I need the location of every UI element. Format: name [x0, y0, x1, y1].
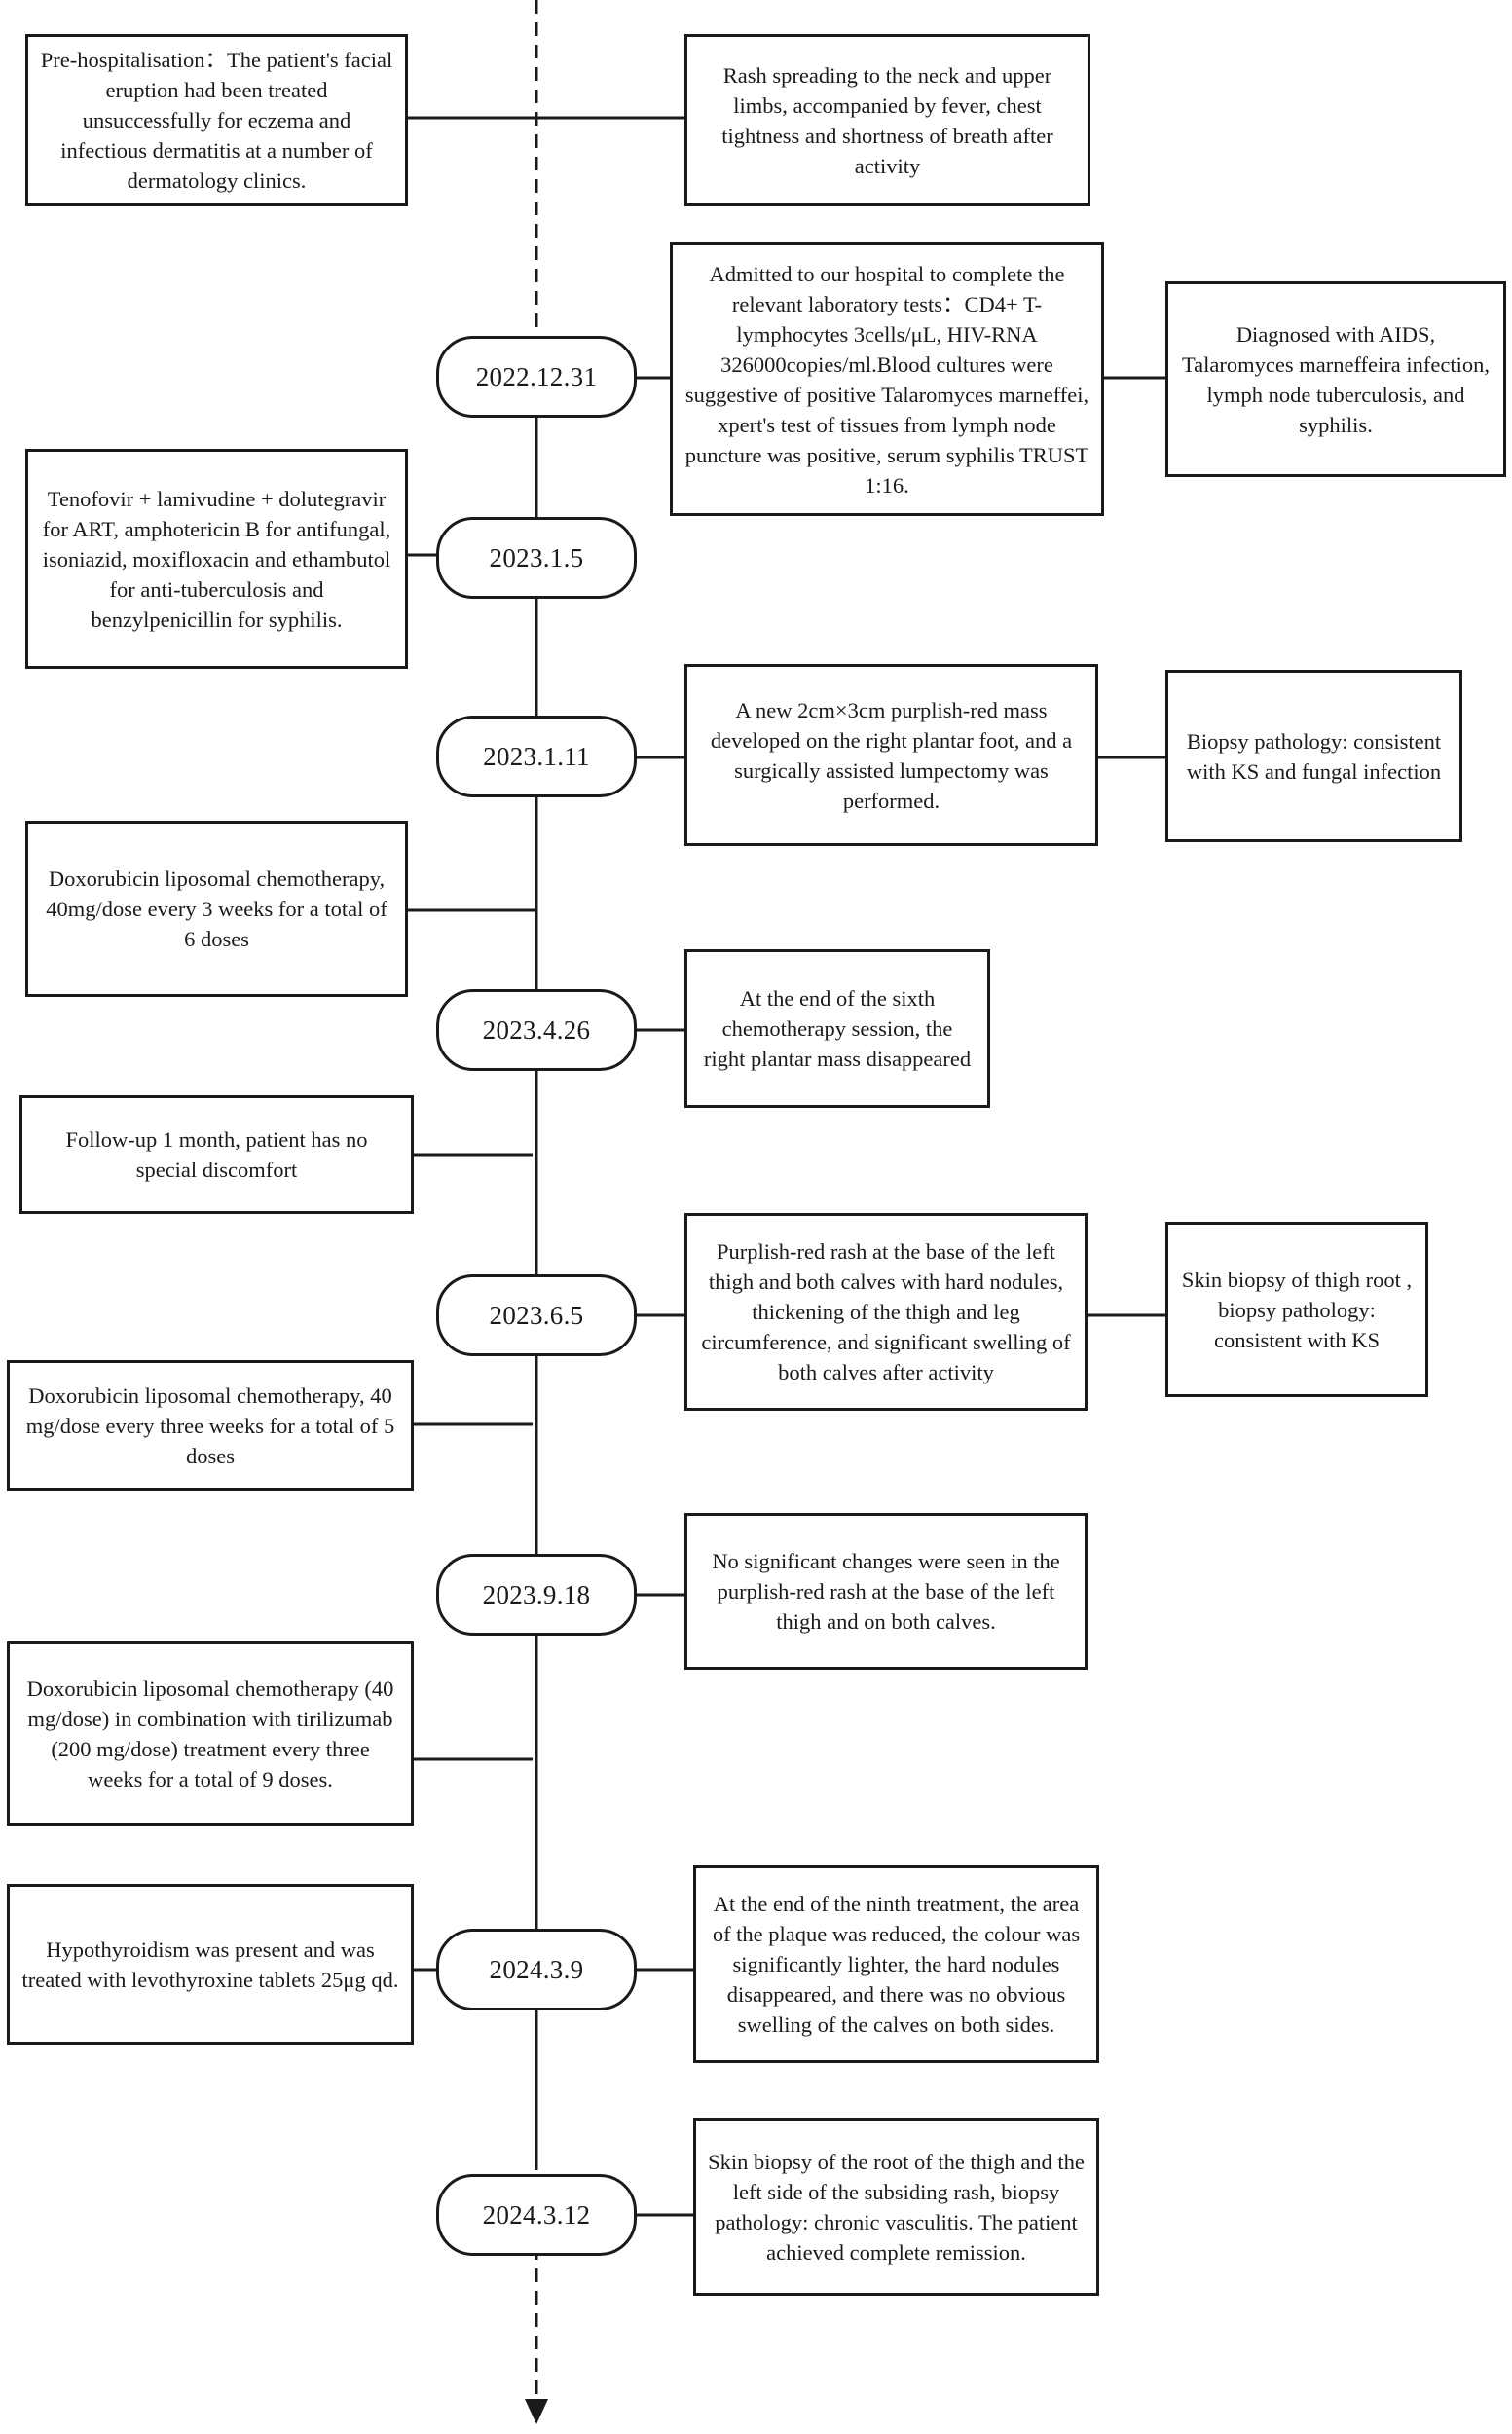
note-biopsy-ks-fungal: Biopsy pathology: consistent with KS and… — [1165, 670, 1462, 842]
note-final-biopsy: Skin biopsy of the root of the thigh and… — [693, 2118, 1099, 2296]
note-diagnosis: Diagnosed with AIDS, Talaromyces marneff… — [1165, 281, 1506, 477]
note-no-changes: No significant changes were seen in the … — [684, 1513, 1088, 1670]
note-ninth-treatment-result-text: At the end of the ninth treatment, the a… — [712, 1892, 1081, 2037]
note-plantar-mass: A new 2cm×3cm purplish-red mass develope… — [684, 664, 1098, 846]
milestone-date-2023-1-5: 2023.1.5 — [436, 517, 637, 599]
note-chemo-five-doses-text: Doxorubicin liposomal chemotherapy, 40 m… — [25, 1383, 395, 1468]
note-hypothyroidism: Hypothyroidism was present and was treat… — [7, 1884, 414, 2045]
note-follow-up-text: Follow-up 1 month, patient has no specia… — [65, 1127, 368, 1182]
note-mass-disappeared: At the end of the sixth chemotherapy ses… — [684, 949, 990, 1108]
note-chemo-six-doses-text: Doxorubicin liposomal chemotherapy, 40mg… — [46, 867, 387, 951]
milestone-date-2024-3-9: 2024.3.9 — [436, 1929, 637, 2010]
note-treatment-initial: Tenofovir + lamivudine + dolutegravir fo… — [25, 449, 408, 669]
note-pre-hospitalisation: Pre-hospitalisation：The patient's facial… — [25, 34, 408, 206]
note-final-biopsy-text: Skin biopsy of the root of the thigh and… — [708, 2149, 1085, 2265]
milestone-date-2023-6-5: 2023.6.5 — [436, 1274, 637, 1356]
note-ninth-treatment-result: At the end of the ninth treatment, the a… — [693, 1865, 1099, 2063]
timeline-arrowhead — [525, 2399, 548, 2424]
milestone-date-2023-9-18: 2023.9.18 — [436, 1554, 637, 1636]
note-no-changes-text: No significant changes were seen in the … — [712, 1549, 1060, 1634]
note-plantar-mass-text: A new 2cm×3cm purplish-red mass develope… — [710, 697, 1073, 813]
note-rash-thigh-calves: Purplish-red rash at the base of the lef… — [684, 1213, 1088, 1411]
note-treatment-initial-text: Tenofovir + lamivudine + dolutegravir fo… — [42, 486, 391, 632]
note-pre-hospitalisation-text: Pre-hospitalisation：The patient's facial… — [40, 48, 393, 193]
note-rash-thigh-calves-text: Purplish-red rash at the base of the lef… — [701, 1239, 1071, 1384]
note-rash-spreading-text: Rash spreading to the neck and upper lim… — [721, 62, 1053, 178]
note-diagnosis-text: Diagnosed with AIDS, Talaromyces marneff… — [1182, 321, 1490, 437]
note-chemo-five-doses: Doxorubicin liposomal chemotherapy, 40 m… — [7, 1360, 414, 1491]
note-rash-spreading: Rash spreading to the neck and upper lim… — [684, 34, 1090, 206]
milestone-date-2023-4-26: 2023.4.26 — [436, 989, 637, 1071]
note-skin-biopsy-ks: Skin biopsy of thigh root , biopsy patho… — [1165, 1222, 1428, 1397]
note-chemo-six-doses: Doxorubicin liposomal chemotherapy, 40mg… — [25, 821, 408, 997]
milestone-date-2022-12-31: 2022.12.31 — [436, 336, 637, 418]
note-biopsy-ks-fungal-text: Biopsy pathology: consistent with KS and… — [1186, 728, 1442, 784]
milestone-date-2024-3-12: 2024.3.12 — [436, 2174, 637, 2256]
note-admitted-tests-text: Admitted to our hospital to complete the… — [684, 261, 1089, 498]
note-hypothyroidism-text: Hypothyroidism was present and was treat… — [21, 1936, 399, 1992]
note-admitted-tests: Admitted to our hospital to complete the… — [670, 242, 1104, 516]
note-mass-disappeared-text: At the end of the sixth chemotherapy ses… — [703, 986, 972, 1071]
note-follow-up: Follow-up 1 month, patient has no specia… — [19, 1095, 414, 1214]
milestone-date-2023-1-11: 2023.1.11 — [436, 716, 637, 797]
note-skin-biopsy-ks-text: Skin biopsy of thigh root , biopsy patho… — [1181, 1267, 1413, 1352]
note-chemo-tirilizumab-text: Doxorubicin liposomal chemotherapy (40 m… — [26, 1676, 394, 1791]
note-chemo-tirilizumab: Doxorubicin liposomal chemotherapy (40 m… — [7, 1641, 414, 1826]
